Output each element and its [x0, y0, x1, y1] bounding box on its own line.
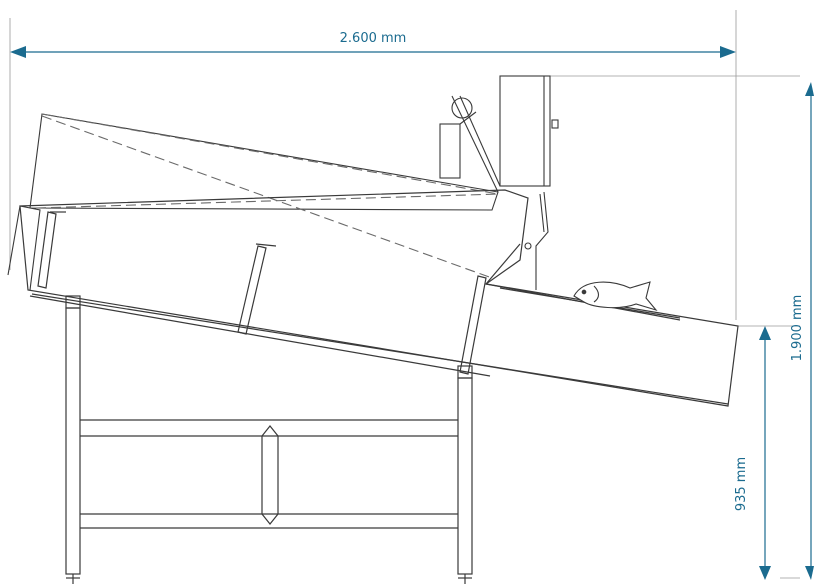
table-height-arrow-down-icon: [759, 566, 771, 580]
left-frame: [7, 205, 41, 291]
total-height-dimension-label: 1.900 mm: [790, 295, 805, 362]
conveyor-body: [19, 189, 739, 407]
width-arrow-left-icon: [10, 46, 26, 58]
table-height-arrow-up-icon: [759, 326, 771, 340]
support-stand: [65, 295, 473, 584]
extension-lines: [9, 10, 800, 579]
control-box: [499, 75, 559, 187]
fish-icon: [573, 281, 658, 312]
upper-cover: [29, 113, 501, 279]
drive-motor: [439, 95, 501, 193]
width-dimension-label: 2.600 mm: [340, 31, 407, 46]
clamp-brackets: [37, 211, 487, 375]
table-height-dimension-label: 935 mm: [734, 457, 749, 511]
table-height-dimension: 935 mm: [734, 326, 771, 580]
total-height-arrow-down-icon: [805, 566, 814, 580]
total-height-dimension: 1.900 mm: [790, 82, 814, 580]
width-dimension: 2.600 mm: [10, 31, 736, 58]
discharge-lever: [524, 191, 549, 290]
total-height-arrow-up-icon: [805, 82, 814, 96]
width-arrow-right-icon: [720, 46, 736, 58]
